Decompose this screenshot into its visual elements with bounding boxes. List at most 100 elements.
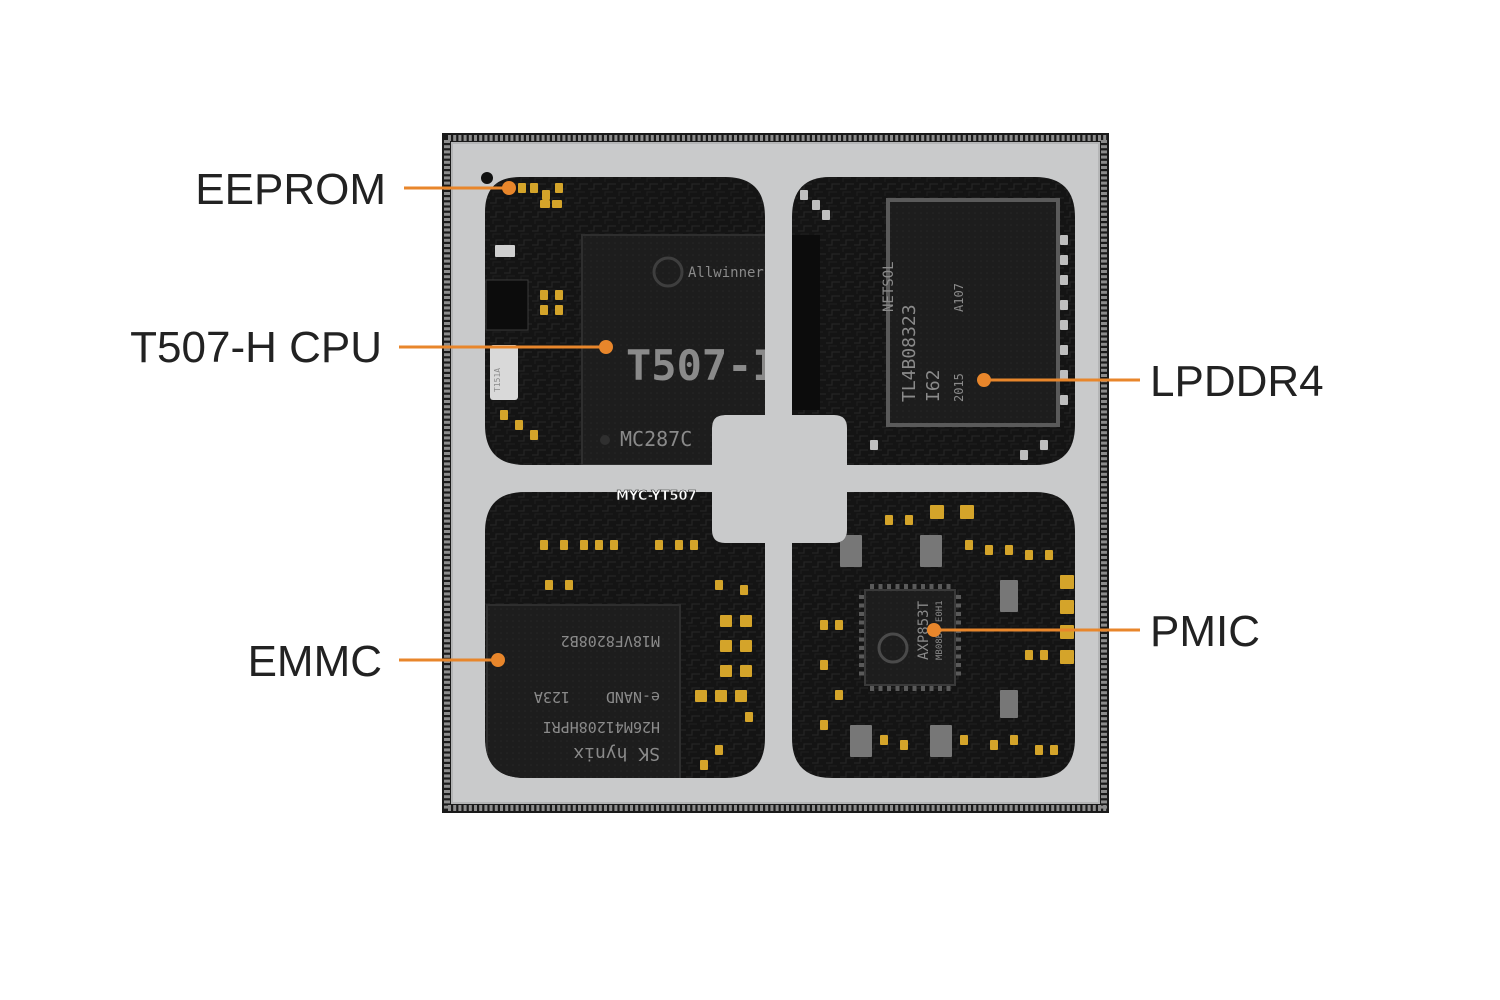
smd-component bbox=[675, 540, 683, 550]
edge-pin bbox=[630, 805, 633, 811]
edge-pin bbox=[444, 795, 450, 799]
edge-pin bbox=[1066, 135, 1070, 141]
edge-pin bbox=[1035, 805, 1039, 811]
edge-pin bbox=[444, 441, 450, 445]
edge-pin bbox=[1092, 805, 1096, 811]
edge-pin bbox=[1101, 337, 1107, 341]
edge-pin bbox=[1101, 316, 1107, 320]
edge-pin bbox=[1101, 519, 1107, 523]
edge-pin bbox=[1066, 805, 1070, 811]
ddr-model: TL4B08323 bbox=[899, 304, 920, 402]
edge-pin bbox=[552, 135, 555, 141]
edge-pin bbox=[1101, 410, 1107, 414]
smd-component bbox=[715, 745, 723, 755]
ddr-date: 2015 bbox=[952, 373, 966, 402]
edge-pin bbox=[942, 805, 945, 811]
pmic-pin bbox=[878, 584, 883, 589]
edge-pin bbox=[444, 753, 450, 757]
edge-pin bbox=[744, 805, 748, 811]
edge-pin bbox=[1101, 706, 1107, 710]
smd-component bbox=[905, 515, 913, 525]
edge-pin bbox=[1101, 686, 1107, 689]
edge-pin bbox=[444, 498, 450, 502]
edge-pin bbox=[864, 135, 867, 141]
edge-pin bbox=[444, 290, 450, 294]
edge-pin bbox=[1101, 524, 1107, 528]
edge-pin bbox=[645, 135, 649, 141]
pmic-label: PMIC bbox=[1150, 607, 1260, 656]
edge-pin bbox=[1004, 805, 1008, 811]
edge-pin bbox=[822, 805, 826, 811]
edge-pin bbox=[1101, 717, 1107, 721]
edge-pin bbox=[546, 805, 550, 811]
edge-pin bbox=[1101, 270, 1107, 273]
emmc-chip bbox=[486, 604, 681, 778]
edge-pin bbox=[444, 691, 450, 695]
edge-pin bbox=[1101, 795, 1107, 799]
edge-pin bbox=[444, 587, 450, 591]
edge-pin bbox=[1101, 171, 1107, 175]
edge-pin bbox=[583, 135, 587, 141]
edge-pin bbox=[444, 264, 450, 268]
edge-pin bbox=[444, 452, 450, 455]
edge-pin bbox=[822, 135, 826, 141]
smd-component bbox=[495, 245, 515, 257]
edge-pin bbox=[874, 805, 878, 811]
emmc-markings: SK hynix H26M41208HPRI e-NAND 123A M18VF… bbox=[534, 632, 660, 764]
edge-pin bbox=[444, 779, 450, 783]
edge-pin bbox=[957, 135, 961, 141]
edge-pin bbox=[1101, 805, 1107, 809]
edge-pin bbox=[884, 805, 888, 811]
edge-pin bbox=[1101, 145, 1107, 149]
edge-pin bbox=[444, 270, 450, 273]
edge-pin bbox=[444, 769, 450, 773]
edge-pin bbox=[692, 135, 696, 141]
pmic-pin bbox=[929, 584, 934, 589]
edge-pin bbox=[1098, 135, 1101, 141]
ddr-edge-block bbox=[792, 235, 820, 410]
edge-pin bbox=[444, 363, 450, 367]
pmic-pin bbox=[938, 584, 942, 589]
edge-pin bbox=[562, 805, 566, 811]
edge-pin bbox=[895, 805, 899, 811]
smd-component bbox=[1060, 625, 1074, 639]
edge-pin bbox=[444, 337, 450, 341]
edge-pin bbox=[754, 135, 758, 141]
edge-pin bbox=[444, 509, 450, 513]
edge-pin bbox=[588, 805, 592, 811]
edge-pin bbox=[713, 805, 717, 811]
edge-pin bbox=[444, 748, 450, 752]
smd-component bbox=[880, 735, 888, 745]
edge-pin bbox=[874, 135, 878, 141]
edge-pin bbox=[444, 197, 450, 201]
edge-pin bbox=[1061, 805, 1065, 811]
edge-pin bbox=[444, 431, 450, 435]
smd-component bbox=[965, 540, 973, 550]
callout-dot bbox=[599, 340, 613, 354]
edge-pin bbox=[444, 218, 450, 221]
smd-component bbox=[1045, 550, 1053, 560]
edge-pin bbox=[444, 296, 450, 299]
edge-pin bbox=[1101, 259, 1107, 263]
edge-pin bbox=[916, 135, 919, 141]
callout-dot bbox=[977, 373, 991, 387]
edge-pin bbox=[1101, 478, 1107, 481]
crystal-marking: T151A bbox=[493, 368, 502, 392]
edge-pin bbox=[444, 634, 450, 637]
edge-pin bbox=[900, 135, 904, 141]
pmic-pin bbox=[956, 612, 961, 616]
edge-pin bbox=[444, 457, 450, 461]
edge-pin bbox=[444, 524, 450, 528]
smd-component bbox=[1060, 650, 1074, 664]
edge-pin bbox=[832, 135, 836, 141]
smd-component bbox=[595, 540, 603, 550]
edge-pin bbox=[444, 696, 450, 700]
edge-pin bbox=[444, 774, 450, 778]
edge-pin bbox=[749, 805, 753, 811]
edge-pin bbox=[1101, 649, 1107, 653]
edge-pin bbox=[541, 805, 545, 811]
edge-pin bbox=[444, 202, 450, 206]
edge-pin bbox=[609, 805, 613, 811]
smd-component bbox=[930, 725, 952, 757]
smd-component bbox=[720, 640, 732, 652]
